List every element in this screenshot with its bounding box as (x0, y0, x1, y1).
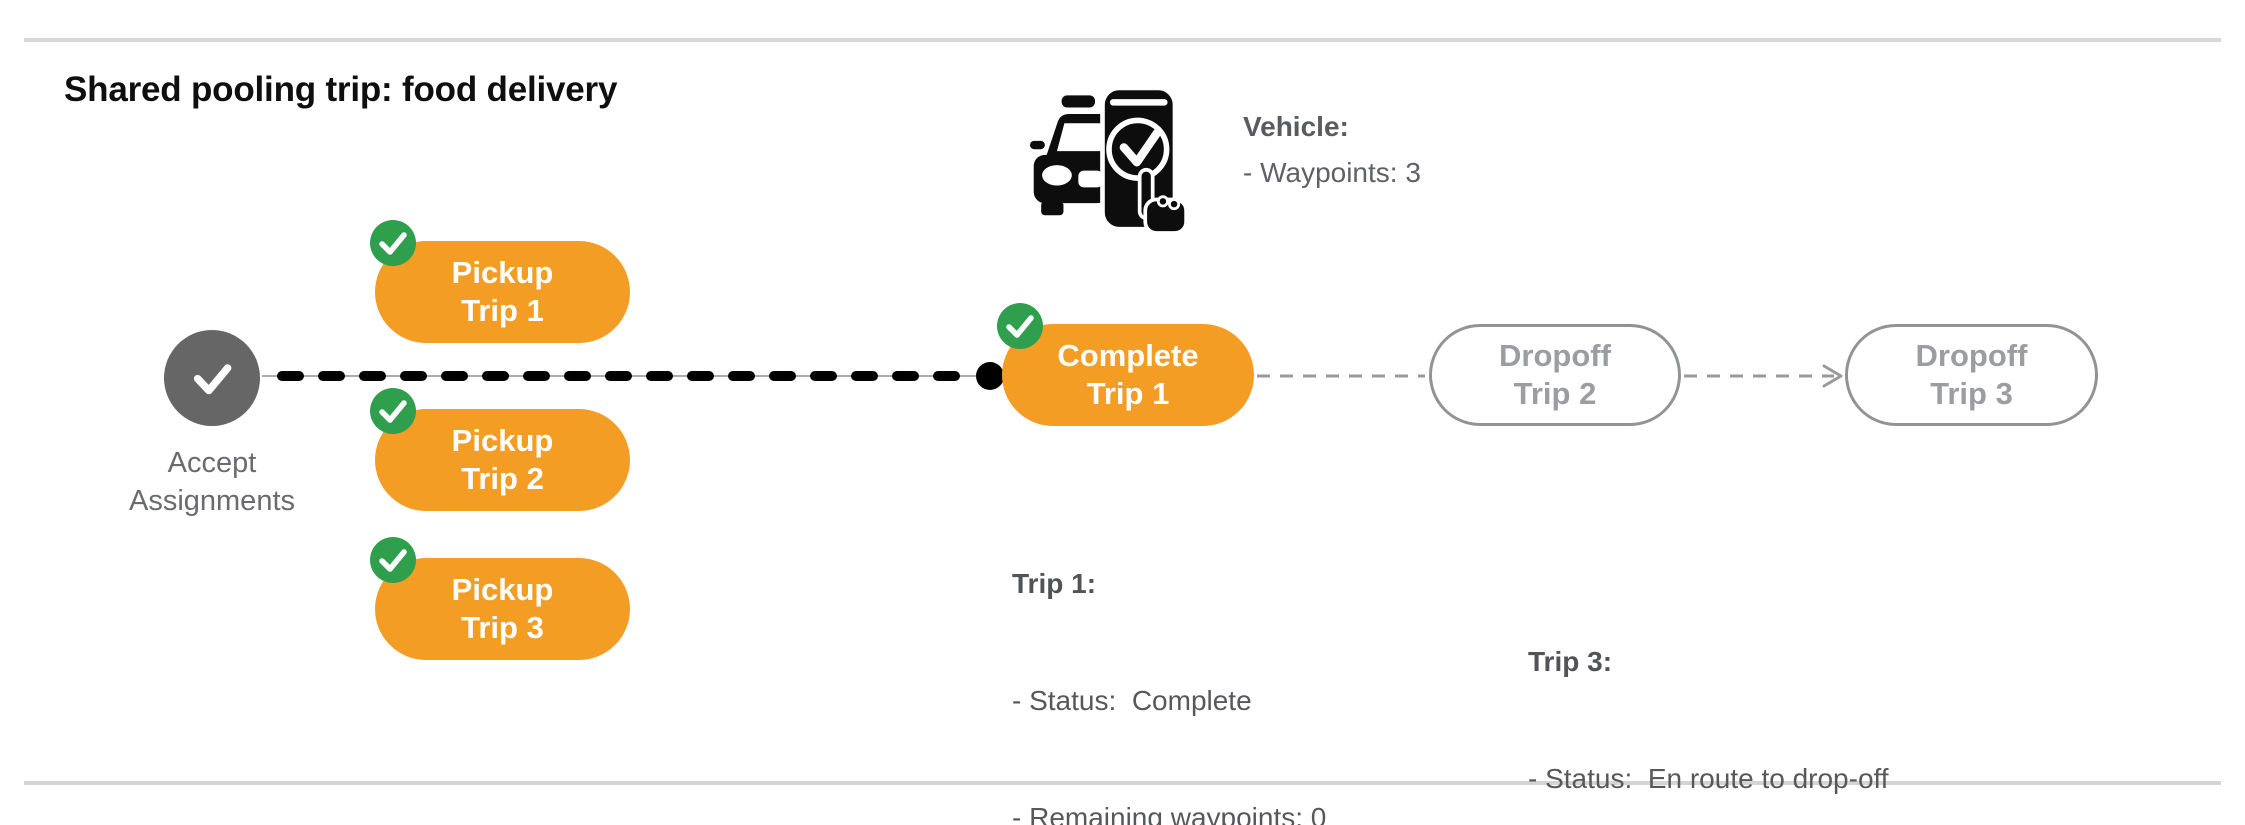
node-complete-trip-1: Complete Trip 1 (997, 303, 1254, 426)
node-dropoff-trip-2: Dropoff Trip 2 (1429, 324, 1681, 426)
node-label-line2: Trip 2 (461, 461, 544, 496)
trip-1-title: Trip 1: (1012, 568, 1097, 599)
trip-1-status: - Status: Complete (1012, 685, 1252, 716)
autonomous-car-phone-check-icon (1030, 85, 1188, 235)
page-title: Shared pooling trip: food delivery (64, 70, 618, 109)
trip-3-status: - Status: En route to drop-off (1528, 763, 1889, 794)
node-label-line1: Dropoff (1499, 338, 1611, 373)
trip-1-2-details: Trip 1: - Status: Complete - Remaining w… (1012, 486, 1373, 825)
node-label-line2: Trip 2 (1513, 376, 1597, 411)
check-badge-icon (370, 220, 416, 266)
accept-assignments-label: Accept Assignments (37, 444, 387, 520)
node-pickup-trip-2: Pickup Trip 2 (370, 388, 630, 511)
accept-assignments-node (164, 330, 260, 426)
node-label-line2: Trip 3 (1930, 376, 2013, 411)
vehicle-info: Vehicle: - Waypoints: 3 (1243, 104, 1421, 196)
check-badge-icon (370, 537, 416, 583)
vehicle-label: Vehicle: (1243, 111, 1349, 142)
node-label-line1: Complete (1057, 338, 1199, 373)
node-pickup-trip-3: Pickup Trip 3 (370, 537, 630, 660)
top-divider (24, 38, 2221, 42)
node-label-line2: Trip 1 (461, 293, 544, 328)
vehicle-waypoints: - Waypoints: 3 (1243, 157, 1421, 188)
node-label-line1: Dropoff (1915, 338, 2028, 373)
current-position-dot (976, 362, 1004, 390)
node-pickup-trip-1: Pickup Trip 1 (370, 220, 630, 343)
trip-3-details: Trip 3: - Status: En route to drop-off -… (1528, 564, 1889, 825)
node-label-line2: Trip 1 (1086, 376, 1170, 411)
accept-label-line1: Accept (167, 447, 257, 479)
arrowhead-icon (1822, 364, 1843, 388)
check-icon (193, 364, 232, 395)
node-label-line1: Pickup (451, 572, 554, 607)
check-badge-icon (997, 303, 1043, 349)
bottom-divider (24, 781, 2221, 785)
trip-1-remaining: - Remaining waypoints: 0 (1012, 802, 1327, 825)
node-label-line2: Trip 3 (461, 610, 544, 645)
node-dropoff-trip-3: Dropoff Trip 3 (1845, 324, 2098, 426)
trip-3-title: Trip 3: (1528, 646, 1613, 677)
accept-label-line2: Assignments (128, 485, 295, 517)
node-label-line1: Pickup (451, 423, 554, 458)
check-badge-icon (370, 388, 416, 434)
node-label-line1: Pickup (451, 255, 554, 290)
